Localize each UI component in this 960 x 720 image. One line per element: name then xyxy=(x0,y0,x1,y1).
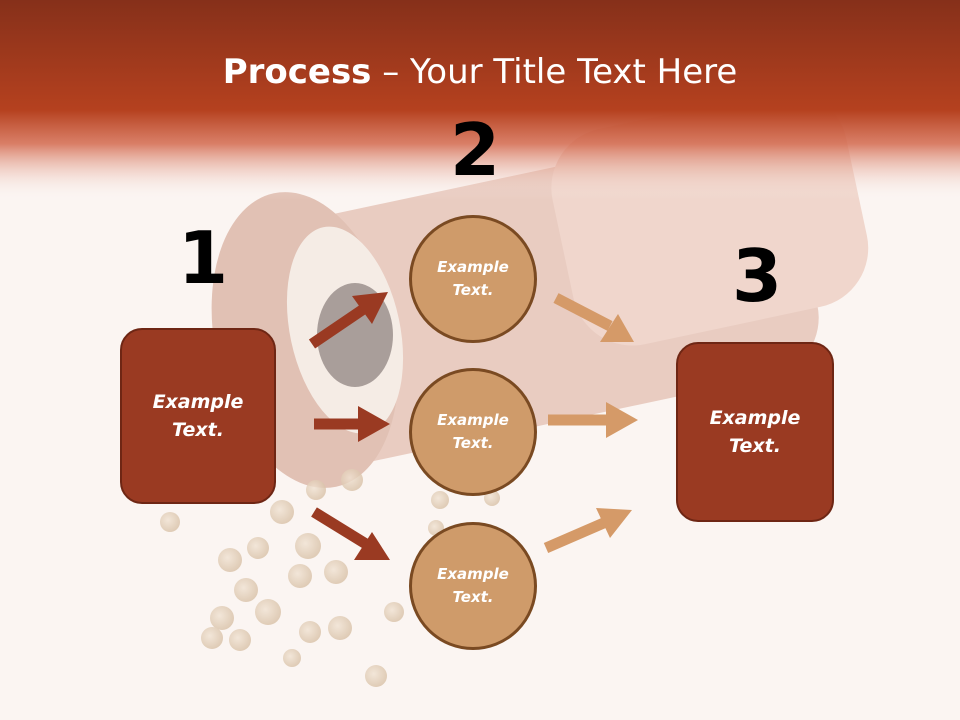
step-3-box[interactable]: Example Text. xyxy=(676,342,834,522)
circle-bottom-text: Example Text. xyxy=(437,564,509,606)
step-number-2: 2 xyxy=(450,108,501,192)
title-bold: Process xyxy=(222,52,372,92)
step-1-box[interactable]: Example Text. xyxy=(120,328,276,504)
title-rest: – Your Title Text Here xyxy=(371,52,738,92)
slide-title: Process – Your Title Text Here xyxy=(0,52,960,92)
step-number-3: 3 xyxy=(732,234,783,318)
circle-top-text: Example Text. xyxy=(437,257,509,299)
step-number-1: 1 xyxy=(178,216,229,300)
circle-middle[interactable]: Example Text. xyxy=(409,368,537,496)
circle-middle-text: Example Text. xyxy=(437,410,509,452)
circle-top[interactable]: Example Text. xyxy=(409,215,537,343)
step-3-text: Example Text. xyxy=(709,406,801,458)
step-1-text: Example Text. xyxy=(152,390,244,442)
circle-bottom[interactable]: Example Text. xyxy=(409,522,537,650)
